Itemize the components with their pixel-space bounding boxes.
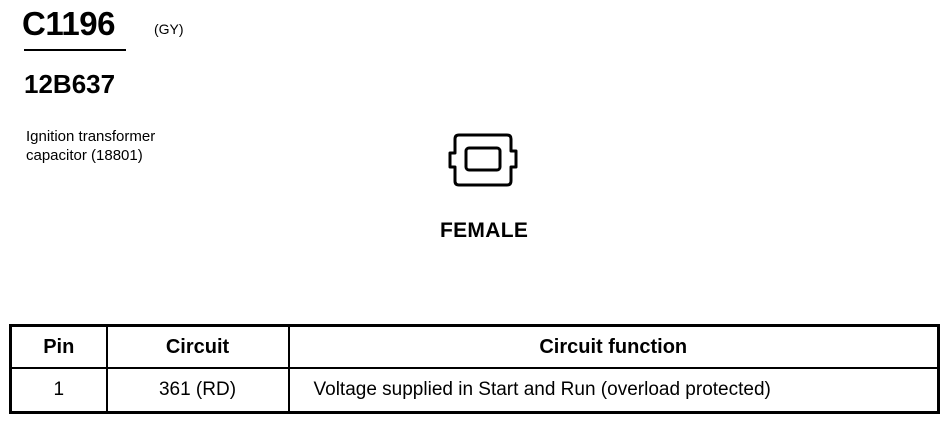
connector-description: Ignition transformer capacitor (18801) [26,127,246,165]
description-line-1: Ignition transformer [26,128,156,145]
column-header-circuit: Circuit [105,324,290,369]
description-line-2: capacitor (18801) [26,147,143,164]
pin-cell: 1 [9,367,108,414]
connector-color-code: (GY) [154,21,184,37]
table-row: 1 361 (RD) Voltage supplied in Start and… [9,367,940,414]
connector-face-icon [448,133,518,187]
connector-id: C1196 [22,5,115,42]
pin-table: Pin Circuit Circuit function 1 361 (RD) … [9,324,940,414]
part-number: 12B637 [24,69,116,99]
table-header-row: Pin Circuit Circuit function [9,324,940,369]
connector-gender-label: FEMALE [440,219,529,242]
circuit-function-cell: Voltage supplied in Start and Run (overl… [287,367,940,414]
circuit-cell: 361 (RD) [105,367,290,414]
connector-id-underline [24,49,126,51]
column-header-pin: Pin [9,324,108,369]
column-header-function: Circuit function [287,324,940,369]
